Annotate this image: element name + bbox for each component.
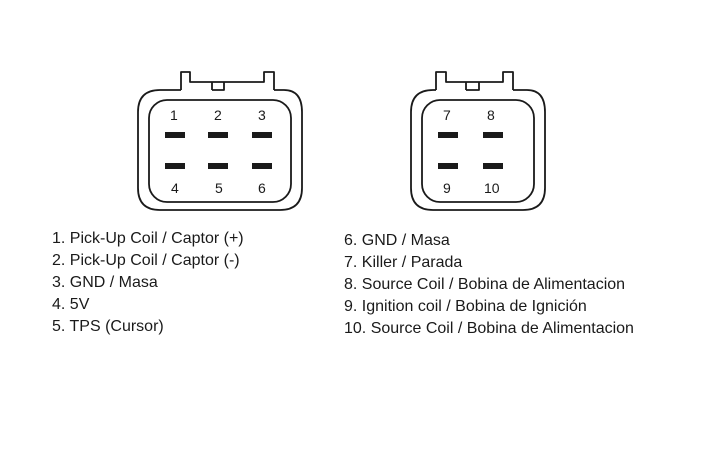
pin-slot-2 [208, 132, 228, 138]
legend-item: 9. Ignition coil / Bobina de Ignición [344, 298, 587, 315]
pin-slot-10 [483, 163, 503, 169]
pin-legend-left: 1. Pick-Up Coil / Captor (+) 2. Pick-Up … [52, 228, 244, 338]
connector-4-pin-housing [410, 71, 546, 211]
pin-slot-5 [208, 163, 228, 169]
legend-item: 2. Pick-Up Coil / Captor (-) [52, 252, 240, 269]
connector-4-pin [410, 71, 546, 211]
legend-item: 10. Source Coil / Bobina de Alimentacion [344, 320, 634, 337]
legend-item: 6. GND / Masa [344, 232, 450, 249]
legend-item: 5. TPS (Cursor) [52, 318, 164, 335]
pin-label-6: 6 [258, 180, 266, 196]
legend-item: 8. Source Coil / Bobina de Alimentacion [344, 276, 626, 293]
pin-legend-right: 6. GND / Masa 7. Killer / Parada 8. Sour… [344, 230, 634, 340]
connector-6-pin-housing [137, 71, 303, 211]
pin-slot-8 [483, 132, 503, 138]
legend-item: 4. 5V [52, 296, 90, 313]
legend-item: 1. Pick-Up Coil / Captor (+) [52, 230, 244, 247]
pin-label-3: 3 [258, 107, 266, 123]
pin-slot-7 [438, 132, 458, 138]
pin-slot-9 [438, 163, 458, 169]
connector-4-pin-cavity [421, 99, 535, 203]
pin-label-9: 9 [443, 180, 451, 196]
pin-label-5: 5 [215, 180, 223, 196]
pin-label-7: 7 [443, 107, 451, 123]
pin-slot-6 [252, 163, 272, 169]
connector-6-pin-slots [165, 132, 272, 169]
connector-4-pin-slots [438, 132, 503, 169]
pin-label-4: 4 [171, 180, 179, 196]
connector-6-pin [137, 71, 303, 211]
pin-slot-3 [252, 132, 272, 138]
connector-6-pin-cavity [148, 99, 292, 203]
pin-label-2: 2 [214, 107, 222, 123]
legend-item: 3. GND / Masa [52, 274, 158, 291]
pin-label-10: 10 [484, 180, 500, 196]
pin-slot-1 [165, 132, 185, 138]
pin-label-8: 8 [487, 107, 495, 123]
legend-item: 7. Killer / Parada [344, 254, 463, 271]
pin-slot-4 [165, 163, 185, 169]
pin-label-1: 1 [170, 107, 178, 123]
pinout-diagram: 1 2 3 4 5 6 7 8 9 10 [137, 71, 546, 211]
